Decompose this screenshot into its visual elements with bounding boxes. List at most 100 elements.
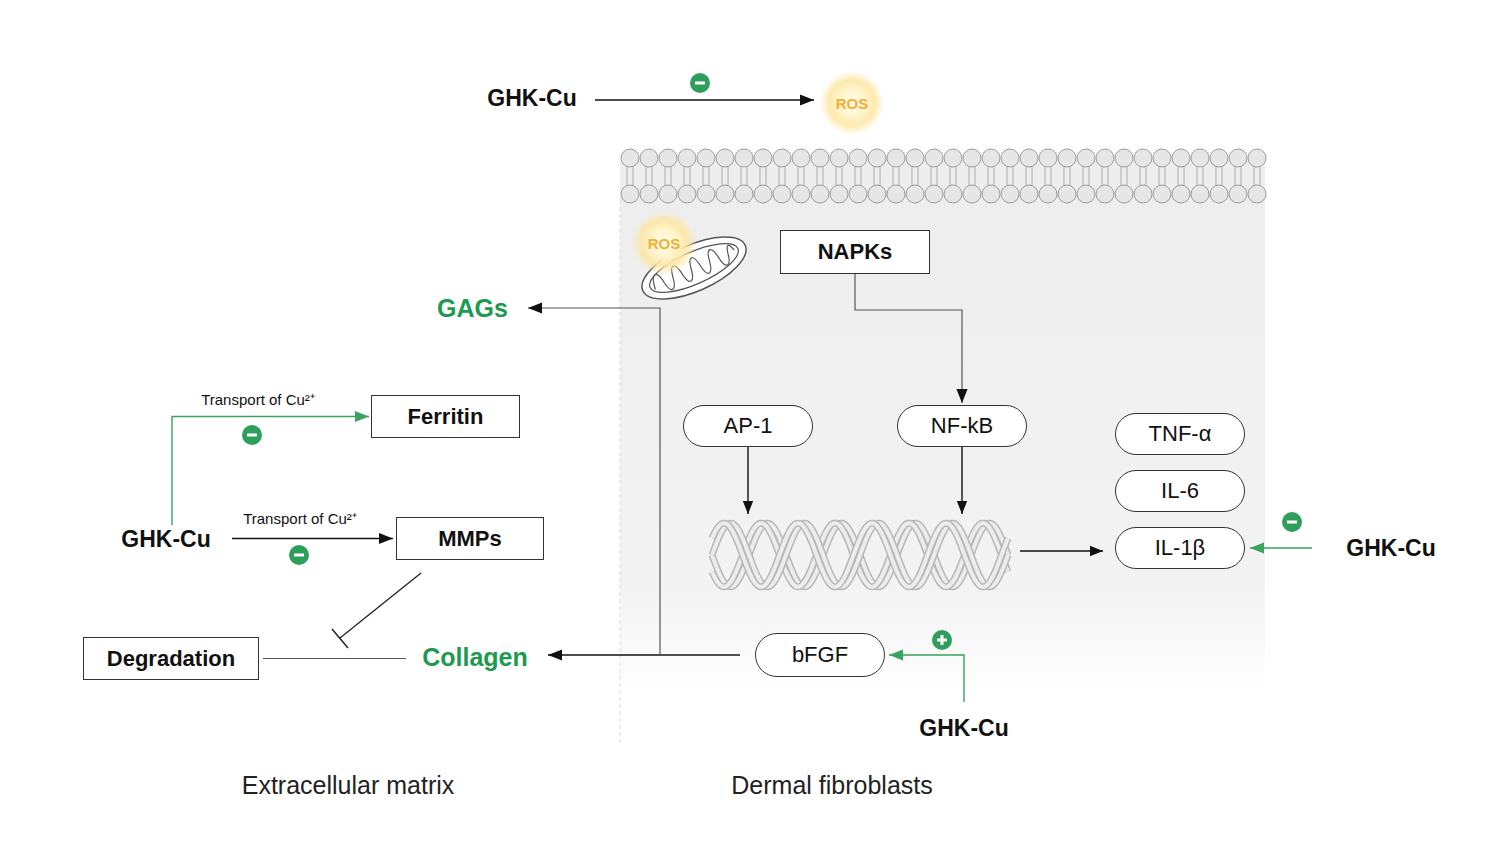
node-text: MMPs	[438, 526, 502, 552]
inhibition-bar	[332, 629, 348, 648]
lipid-tail	[1222, 176, 1223, 185]
lipid-tail	[1222, 167, 1223, 176]
lipid-head	[925, 185, 943, 203]
dna-strand	[712, 523, 1008, 587]
lipid-tail	[1007, 167, 1008, 176]
lipid-tail	[893, 167, 894, 176]
text-node: GHK-Cu	[478, 84, 586, 112]
lipid-tail	[709, 176, 710, 185]
lipid-tail	[760, 176, 761, 185]
lipid-tail	[747, 167, 748, 176]
lipid-tail	[937, 167, 938, 176]
lipid-tail	[918, 176, 919, 185]
lipid-tail	[899, 167, 900, 176]
lipid-tail	[1121, 167, 1122, 176]
lipid-tail	[1108, 176, 1109, 185]
lipid-tail	[1064, 176, 1065, 185]
lipid-tail	[671, 176, 672, 185]
lipid-tail	[855, 176, 856, 185]
lipid-head	[963, 149, 981, 167]
minus-circle	[1282, 512, 1302, 532]
minus-sign	[289, 545, 309, 565]
lipid-tail	[1121, 176, 1122, 185]
minus-circle	[690, 73, 710, 93]
lipid-tail	[709, 167, 710, 176]
lipid-tail	[1146, 176, 1147, 185]
rect-box: NAPKs	[780, 230, 930, 274]
lipid-tail	[1032, 176, 1033, 185]
lipid-tail	[975, 167, 976, 176]
text-node: GHK-Cu	[112, 525, 220, 553]
ros-glow-node: ROS	[632, 211, 696, 275]
plus-sign	[932, 630, 952, 650]
lipid-tail	[1260, 176, 1261, 185]
lipid-tail	[988, 167, 989, 176]
lipid-head	[716, 149, 734, 167]
lipid-tail	[766, 167, 767, 176]
lipid-tail	[1045, 176, 1046, 185]
lipid-tail	[1203, 167, 1204, 176]
node-text: GHK-Cu	[121, 526, 210, 553]
ros-glow	[632, 211, 696, 275]
dna-helix	[712, 523, 1008, 587]
ros-glow	[820, 71, 884, 135]
minus-sign	[1282, 512, 1302, 532]
lipid-tail	[722, 167, 723, 176]
connector-arrow	[1250, 547, 1312, 548]
dna-strand	[712, 523, 1008, 587]
lipid-tail	[912, 176, 913, 185]
lipid-tail	[779, 167, 780, 176]
node-text: NF-kB	[931, 413, 993, 439]
lipid-tail	[1026, 167, 1027, 176]
lipid-tail	[1165, 176, 1166, 185]
lipid-head	[735, 185, 753, 203]
region-label: Extracellular matrix	[242, 771, 455, 800]
connector-arrow	[263, 658, 406, 659]
lipid-tail	[646, 176, 647, 185]
minus-circle	[242, 425, 262, 445]
lipid-head	[792, 149, 810, 167]
nfkb-to-dna-arrow	[961, 447, 962, 514]
ap1-to-dna-arrow	[747, 447, 748, 514]
lipid-head	[982, 185, 1000, 203]
lipid-tail	[1146, 167, 1147, 176]
lipid-tail	[1032, 167, 1033, 176]
text-node: GAGs	[425, 292, 520, 324]
cell-boundary	[620, 200, 621, 745]
lipid-head	[1077, 185, 1095, 203]
lipid-tail	[1159, 167, 1160, 176]
lipid-head	[754, 149, 772, 167]
lipid-tail	[950, 176, 951, 185]
lipid-head	[1001, 185, 1019, 203]
lipid-tail	[912, 167, 913, 176]
dna-strand-edge	[712, 523, 1008, 587]
lipid-head	[963, 185, 981, 203]
rect-box: Ferritin	[371, 395, 520, 438]
lipid-tail	[836, 176, 837, 185]
node-text: ROS	[836, 95, 869, 112]
lipid-head	[1115, 185, 1133, 203]
lipid-tail	[1184, 167, 1185, 176]
lipid-tail	[817, 176, 818, 185]
inhibition-line	[340, 573, 421, 638]
lipid-tail	[684, 176, 685, 185]
cell-body	[620, 160, 1265, 695]
text-node: GHK-Cu	[910, 714, 1018, 742]
lipid-head	[1248, 185, 1266, 203]
pill-box: AP-1	[683, 405, 813, 447]
lipid-tail	[975, 176, 976, 185]
lipid-head	[1134, 185, 1152, 203]
lipid-tail	[994, 167, 995, 176]
lipid-head	[754, 185, 772, 203]
lipid-tail	[627, 167, 628, 176]
connector-arrow	[595, 99, 814, 100]
lipid-head	[640, 185, 658, 203]
lipid-tail	[880, 167, 881, 176]
lipid-head	[1210, 185, 1228, 203]
minus-sign	[690, 73, 710, 93]
lipid-tail	[1254, 167, 1255, 176]
lipid-head	[811, 185, 829, 203]
lipid-tail	[969, 167, 970, 176]
lipid-head	[716, 185, 734, 203]
